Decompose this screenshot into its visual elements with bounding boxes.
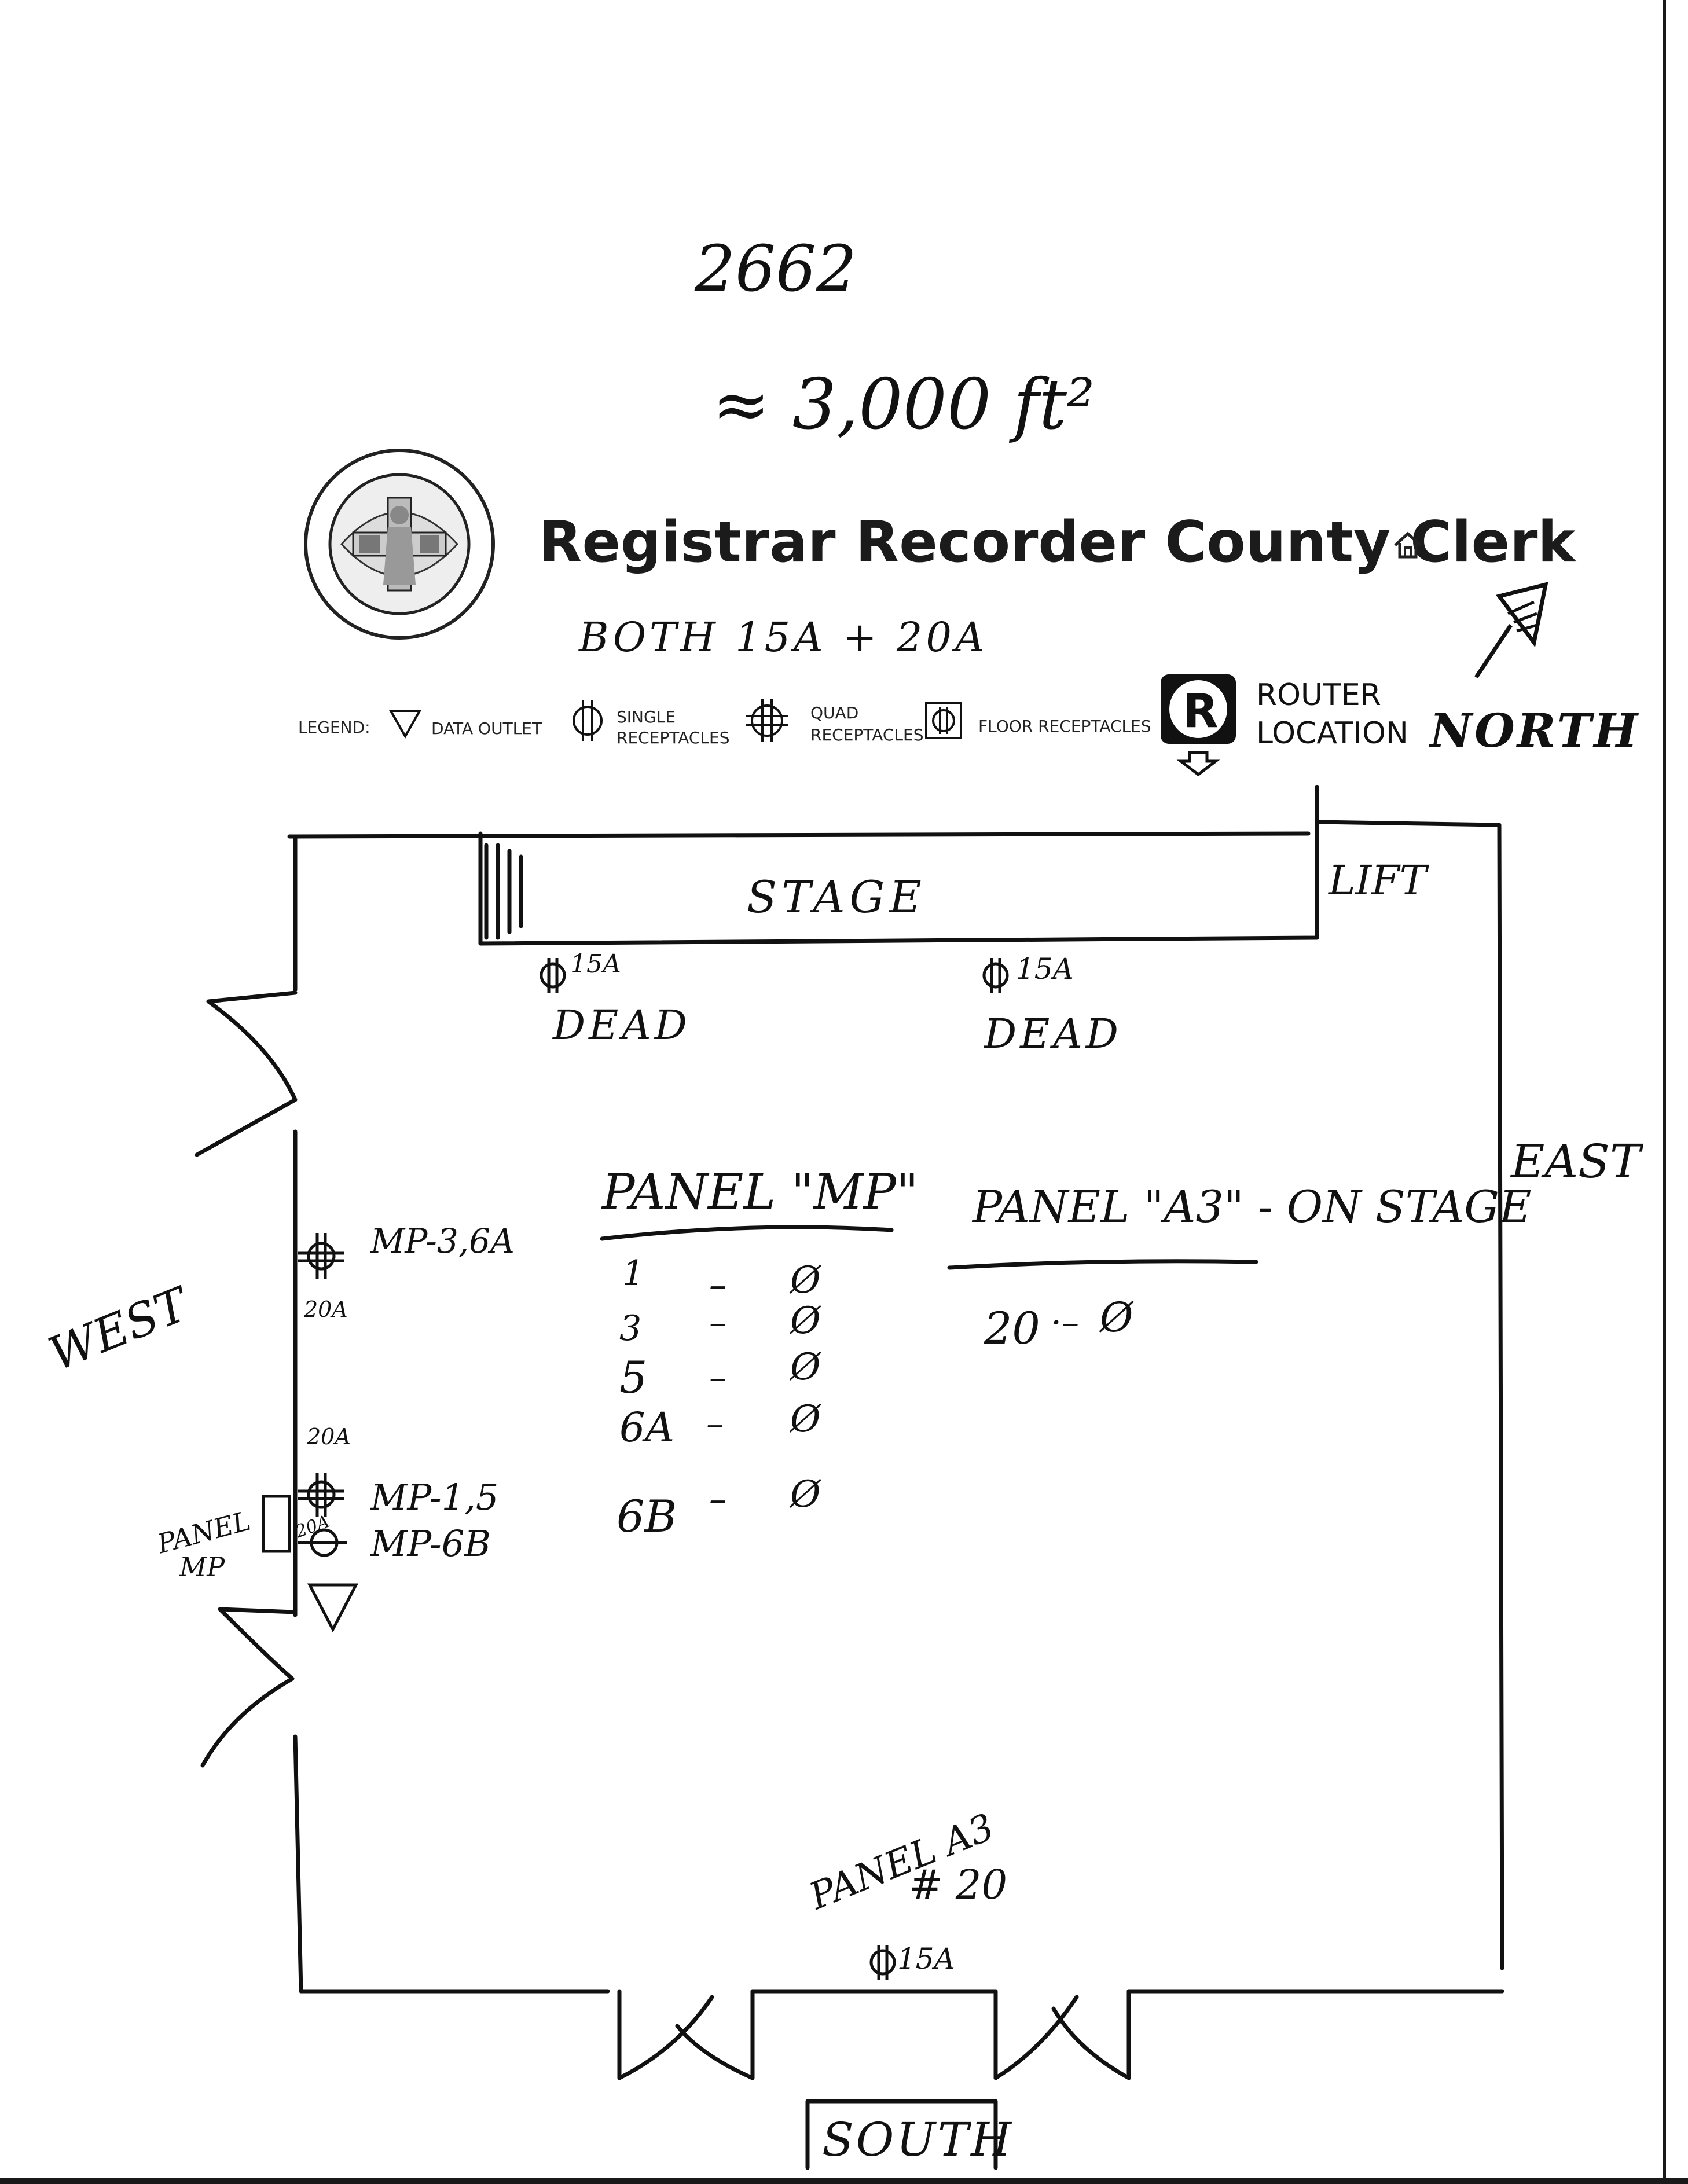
- table-row-circuit: 6B: [617, 1491, 677, 1542]
- legend: LEGEND: DATA OUTLET SINGLE RECEPTACLES Q…: [278, 671, 1609, 781]
- legend-router-2: LOCATION: [1256, 716, 1408, 751]
- table-row-value: Ø: [790, 1473, 821, 1516]
- label-lift: LIFT: [1329, 857, 1427, 904]
- table-row-dash: –: [709, 1265, 726, 1305]
- legend-router-1: ROUTER: [1256, 678, 1381, 713]
- router-letter: R: [1183, 684, 1219, 738]
- table-row-dash: –: [709, 1357, 726, 1398]
- table-row-circuit: 1: [622, 1253, 645, 1294]
- page-edge: [1663, 0, 1666, 2184]
- table-row-dash: –: [706, 1404, 724, 1444]
- table-row-dash: ·–: [1051, 1302, 1080, 1343]
- table-row-circuit: 5: [619, 1352, 648, 1403]
- legend-label: LEGEND:: [298, 718, 370, 737]
- label-east: EAST: [1511, 1135, 1641, 1188]
- legend-data-outlet: DATA OUTLET: [431, 719, 542, 738]
- legend-single-1: SINGLE: [617, 707, 676, 726]
- table-row-value: Ø: [790, 1259, 821, 1302]
- outlet-label: MP-1,5: [370, 1476, 499, 1518]
- county-seal-logo: [304, 449, 495, 640]
- quad-receptacle-icon: [746, 699, 788, 742]
- outlet-label: # 20: [909, 1861, 1007, 1908]
- floor-receptacle-icon: [925, 702, 962, 739]
- label-stage: STAGE: [747, 871, 926, 923]
- note-area: ≈ 3,000 ft²: [712, 365, 1095, 445]
- table-row-circuit: 3: [619, 1308, 642, 1349]
- north-arrow-icon: [1474, 582, 1548, 678]
- data-outlet-icon: [388, 710, 422, 739]
- legend-quad-1: QUAD: [810, 703, 859, 722]
- table-row-dash: –: [709, 1302, 726, 1343]
- outlet-label: MP-3,6A: [370, 1221, 515, 1261]
- table-row-value: Ø: [790, 1398, 821, 1441]
- outlet-label: 15A: [570, 949, 621, 979]
- label-south: SOUTH: [822, 2113, 1014, 2167]
- outlet-label: MP-6B: [370, 1522, 491, 1565]
- outlet-label: 15A: [1016, 952, 1074, 986]
- table-row-value: Ø: [790, 1346, 821, 1389]
- legend-floor: FLOOR RECEPTACLES: [978, 717, 1151, 736]
- router-location-icon: [1161, 674, 1236, 776]
- panel-a3-title: PANEL "A3" - ON STAGE: [973, 1181, 1532, 1232]
- note-both: BOTH 15A + 20A: [579, 614, 988, 661]
- home-icon: [1394, 531, 1422, 559]
- table-row-circuit: 6A: [619, 1404, 675, 1451]
- legend-quad-2: RECEPTACLES: [810, 725, 924, 744]
- note-number: 2662: [695, 232, 857, 306]
- single-receptacle-icon: [573, 700, 603, 741]
- outlet-label: 20A: [304, 1297, 348, 1322]
- legend-single-2: RECEPTACLES: [617, 728, 730, 747]
- table-row-value: Ø: [790, 1300, 821, 1342]
- table-row-dash: –: [709, 1479, 726, 1519]
- outlet-label: 20A: [307, 1424, 351, 1449]
- outlet-label: DEAD: [984, 1010, 1122, 1058]
- outlet-label: DEAD: [553, 1001, 691, 1049]
- table-row-circuit: 20: [984, 1302, 1040, 1354]
- table-row-value: Ø: [1100, 1294, 1133, 1341]
- panel-mp-title: PANEL "MP": [602, 1163, 919, 1220]
- outlet-label: MP: [179, 1551, 225, 1583]
- page-title: Registrar Recorder County Clerk: [538, 509, 1576, 575]
- label-north: NORTH: [1430, 703, 1641, 758]
- page-edge: [0, 2178, 1688, 2184]
- outlet-label: 15A: [897, 1942, 955, 1976]
